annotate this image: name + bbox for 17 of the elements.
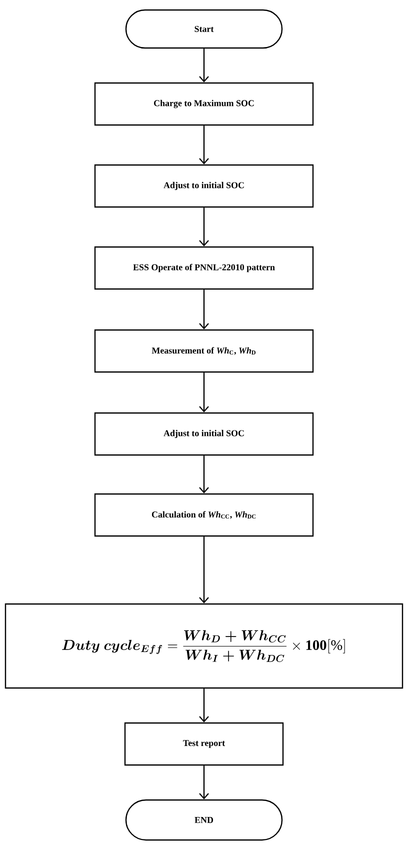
process-box: Charge to Maximum SOC xyxy=(94,82,314,126)
formula-box: $\boldsymbol{Duty\ cycle_{Eff}} = \frac{\boldsymbol{Wh_{D}+Wh_{CC}}}{\boldsymbol{Wh_{I}+Wh_{DC}}} \times \mathbf{100}[\%]$ xyxy=(4,603,404,689)
arrow xyxy=(199,290,209,330)
arrow xyxy=(199,126,209,164)
process-box: Calculation of Wh$_{CC}$, Wh$_{DC}$ xyxy=(94,493,314,537)
process-box: Measurement of Wh$_{C}$, Wh$_{D}$ xyxy=(94,329,314,373)
arrow xyxy=(199,48,209,82)
process-box: Adjust to initial SOC xyxy=(94,412,314,456)
process-box: ESS Operate of PNNL-22010 pattern xyxy=(94,246,314,290)
process-box: Test report xyxy=(124,722,284,766)
arrow xyxy=(199,536,209,604)
arrow xyxy=(199,208,209,246)
arrow xyxy=(199,456,209,494)
arrow xyxy=(199,372,209,412)
process-box: Adjust to initial SOC xyxy=(94,164,314,208)
arrow xyxy=(199,688,209,722)
arrow xyxy=(199,766,209,800)
